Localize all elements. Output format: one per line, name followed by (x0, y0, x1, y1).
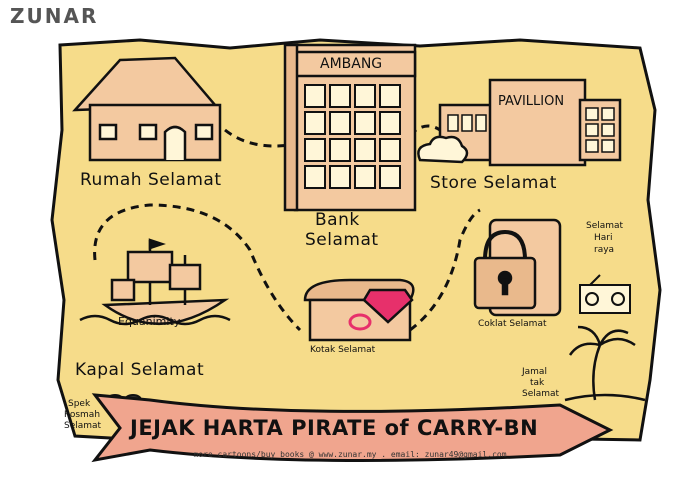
label-jamal-3: Selamat (522, 389, 560, 399)
label-jamal-1: Jamal (522, 367, 547, 377)
banner-title: JEJAK HARTA PIRATE of CARRY-BN (130, 416, 539, 440)
label-jamal-2: tak (530, 378, 545, 388)
signature: ZUNAR (10, 4, 99, 28)
label-equanimity: Equanimity (118, 315, 181, 328)
chocolate-padlock (473, 218, 562, 317)
label-ambang: AMBANG (320, 56, 383, 72)
label-coklat: Coklat Selamat (478, 319, 547, 329)
treasure-chest (303, 278, 415, 342)
label-hari-raya-2: Hari (594, 233, 613, 243)
footer-credit: more cartoons/buy books @ www.zunar.my .… (193, 450, 507, 459)
label-store: Store Selamat (430, 173, 557, 193)
palm-tree (564, 325, 646, 402)
label-rumah: Rumah Selamat (80, 170, 222, 190)
label-hari-raya-3: raya (594, 245, 615, 255)
label-bank-2: Selamat (305, 230, 379, 250)
bank-building (283, 43, 417, 212)
label-hari-raya-1: Selamat (586, 221, 624, 231)
ship-drawing (79, 238, 231, 326)
label-bank-1: Bank (315, 210, 360, 230)
label-kotak: Kotak Selamat (310, 345, 376, 355)
title-banner-shape (91, 393, 614, 463)
store-building (417, 78, 622, 167)
label-spek-3: Selamat (64, 421, 102, 431)
radio-drawing (579, 274, 631, 314)
house-drawing (72, 56, 222, 162)
label-pavillion: PAVILLION (498, 94, 565, 109)
label-spek-2: Rosmah (64, 410, 101, 420)
label-spek-1: Spek (68, 399, 91, 409)
label-kapal: Kapal Selamat (75, 360, 205, 380)
